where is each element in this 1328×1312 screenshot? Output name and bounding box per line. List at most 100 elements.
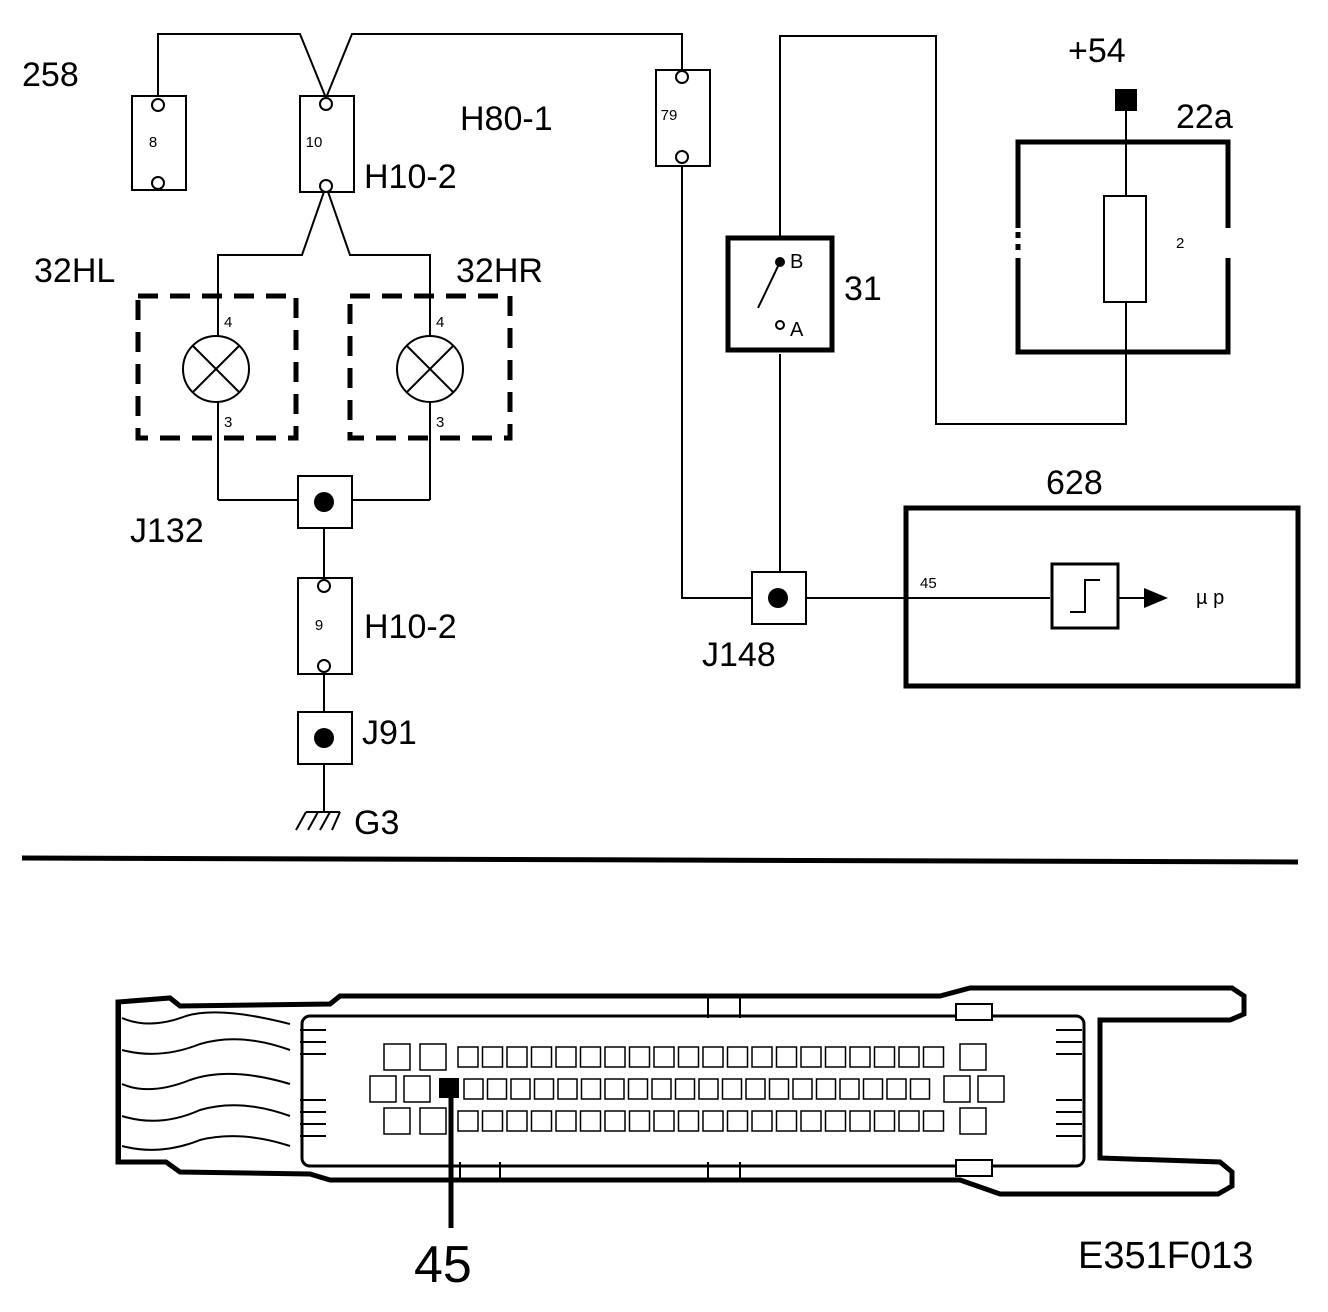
pin-cavity (977, 1075, 1005, 1103)
pin-cavity (457, 1046, 479, 1068)
pin-cavity (800, 1110, 822, 1132)
connector-drawing (115, 985, 1247, 1228)
pin-cavity (579, 1110, 602, 1132)
pin-cavity (959, 1043, 987, 1071)
pin-cavity (604, 1110, 626, 1132)
pin-cavity (751, 1110, 773, 1132)
junction-j132 (297, 475, 353, 529)
label-j148: J148 (702, 636, 776, 674)
pin-cavity (457, 1110, 479, 1132)
pin-cavity (677, 1110, 700, 1132)
label-h80-1: H80-1 (460, 100, 553, 138)
lamp-32hr: 4 3 (347, 293, 513, 441)
pin-cavity (862, 1078, 884, 1100)
connector-9: 9 (297, 577, 353, 675)
pin-cavity (959, 1107, 987, 1135)
connector-10-label: 10 (306, 134, 323, 151)
arrow-icon (1144, 588, 1168, 608)
pin-cavity (768, 1078, 790, 1100)
label-31: 31 (844, 270, 882, 308)
label-h10-2-top: H10-2 (364, 158, 457, 196)
pin-cavity (530, 1110, 553, 1132)
pin-cavity (824, 1110, 847, 1132)
pin-cavity (506, 1110, 528, 1132)
pin-cavity (751, 1046, 773, 1068)
pin-cavity (849, 1110, 871, 1132)
pin-cavity (726, 1046, 749, 1068)
pin-cavity (580, 1078, 602, 1100)
pin-callout-45: 45 (414, 1236, 472, 1294)
pin-cavity (898, 1046, 920, 1068)
pin-cavity (745, 1078, 766, 1100)
lamp-32hl: 4 3 (135, 293, 299, 441)
pin-cavity (555, 1110, 577, 1132)
pin-cavity (510, 1078, 531, 1100)
pin-cavity (775, 1046, 798, 1068)
lamp-right-pin-bottom: 3 (436, 414, 444, 431)
pin-cavity (873, 1110, 896, 1132)
pin-cavity (383, 1043, 411, 1071)
pin-cavity (506, 1046, 528, 1068)
pin-cavity (628, 1046, 651, 1068)
pin-cavity (533, 1078, 555, 1100)
pin-cavity (604, 1078, 625, 1100)
unit-22a (1015, 89, 1231, 355)
connector-79-label: 79 (661, 107, 678, 124)
pin-cavity (481, 1046, 504, 1068)
switch-31 (725, 235, 835, 353)
pin-cavity (726, 1110, 749, 1132)
pin-cavity (898, 1110, 920, 1132)
connector-8-label: 8 (149, 134, 157, 151)
pin-cavity (653, 1046, 675, 1068)
label-h10-2-bottom: H10-2 (364, 608, 457, 646)
pin-cavity (721, 1078, 743, 1100)
connector-8: 8 (131, 95, 187, 191)
label-22a: 22a (1176, 98, 1233, 136)
label-32hl: 32HL (34, 252, 115, 290)
pin-cavity (403, 1075, 431, 1103)
label-258: 258 (22, 56, 79, 94)
pin-cavity (702, 1046, 724, 1068)
pin-grid (369, 1043, 1005, 1135)
pin-cavity (674, 1078, 696, 1100)
label-plus54: +54 (1068, 32, 1126, 70)
pin-cavity (792, 1078, 813, 1100)
pin-cavity (419, 1107, 447, 1135)
pin-cavity (922, 1110, 945, 1132)
pin-cavity (481, 1110, 504, 1132)
pin-cavity (839, 1078, 860, 1100)
label-j91: J91 (362, 714, 417, 752)
pin-cavity (698, 1078, 719, 1100)
pin-cavity (815, 1078, 837, 1100)
pin-cavity (873, 1046, 896, 1068)
pin-cavity (651, 1078, 672, 1100)
pin-cavity (909, 1078, 931, 1100)
pin-cavity (383, 1107, 411, 1135)
switch-pin-a: A (790, 319, 804, 341)
pin-cavity (677, 1046, 700, 1068)
pin-cavity (943, 1075, 971, 1103)
connector-79: 79 (655, 69, 711, 167)
pin-cavity (824, 1046, 847, 1068)
connector-10: 10 (299, 95, 355, 193)
pin-cavity (419, 1043, 447, 1071)
pin-cavity (775, 1110, 798, 1132)
lamp-left-pin-bottom: 3 (224, 414, 232, 431)
terminal-icon (1115, 89, 1137, 111)
pin-cavity (604, 1046, 626, 1068)
junction-j148 (751, 571, 807, 625)
junction-j91 (297, 711, 353, 765)
lamp-right-pin-top: 4 (436, 314, 444, 331)
pin-cavity (653, 1110, 675, 1132)
unit-22a-pin: 2 (1176, 235, 1184, 252)
ground-icon (295, 811, 341, 831)
switch-pin-b: B (790, 251, 803, 273)
pin-cavity (922, 1046, 945, 1068)
figure-code: E351F013 (1078, 1235, 1253, 1277)
pin-cavity (555, 1046, 577, 1068)
pin-cavity (557, 1078, 578, 1100)
pin-cavity (702, 1110, 724, 1132)
label-g3: G3 (354, 804, 399, 842)
ecu-628 (903, 505, 1301, 689)
